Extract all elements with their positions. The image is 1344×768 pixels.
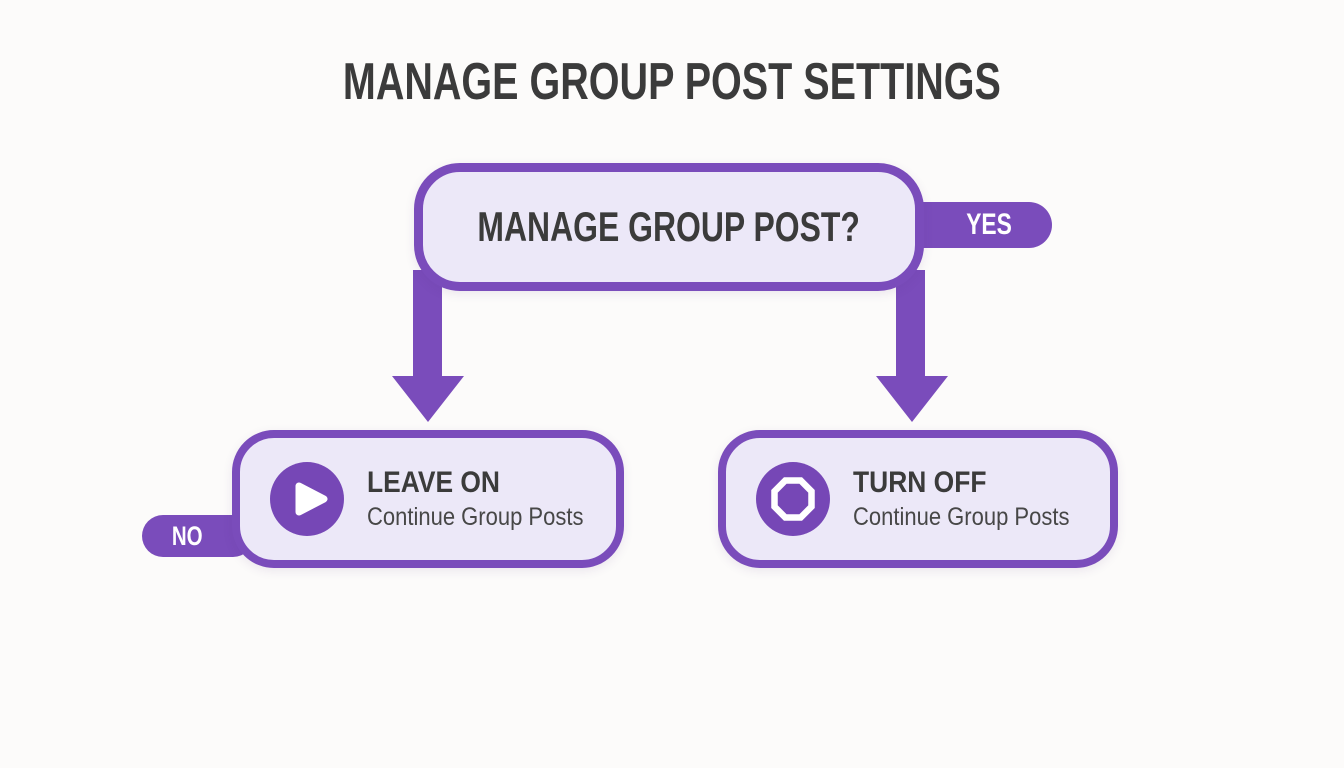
outcome-box-turn-off: TURN OFF Continue Group Posts xyxy=(718,430,1118,568)
outcome-subtitle-leave-on: Continue Group Posts xyxy=(367,502,584,531)
stop-icon xyxy=(756,462,830,536)
outcome-text-leave-on: LEAVE ON Continue Group Posts xyxy=(367,466,613,531)
no-branch-arrowhead-icon xyxy=(392,376,464,422)
outcome-box-leave-on: LEAVE ON Continue Group Posts xyxy=(232,430,624,568)
decision-label: MANAGE GROUP POST? xyxy=(477,203,861,250)
outcome-title-leave-on: LEAVE ON xyxy=(367,466,501,500)
page-title: MANAGE GROUP POST SETTINGS xyxy=(0,56,1344,108)
no-branch-arrow-shaft xyxy=(413,270,442,380)
decision-box: MANAGE GROUP POST? xyxy=(414,163,924,291)
outcome-subtitle-turn-off: Continue Group Posts xyxy=(853,502,1070,531)
no-label: NO xyxy=(171,520,203,551)
outcome-text-turn-off: TURN OFF Continue Group Posts xyxy=(853,466,1099,531)
play-icon xyxy=(270,462,344,536)
yes-label: YES xyxy=(966,208,1012,241)
outcome-title-turn-off: TURN OFF xyxy=(853,466,987,500)
yes-branch-arrow-shaft xyxy=(896,270,925,380)
page-title-text: MANAGE GROUP POST SETTINGS xyxy=(342,53,1001,111)
yes-branch-arrowhead-icon xyxy=(876,376,948,422)
